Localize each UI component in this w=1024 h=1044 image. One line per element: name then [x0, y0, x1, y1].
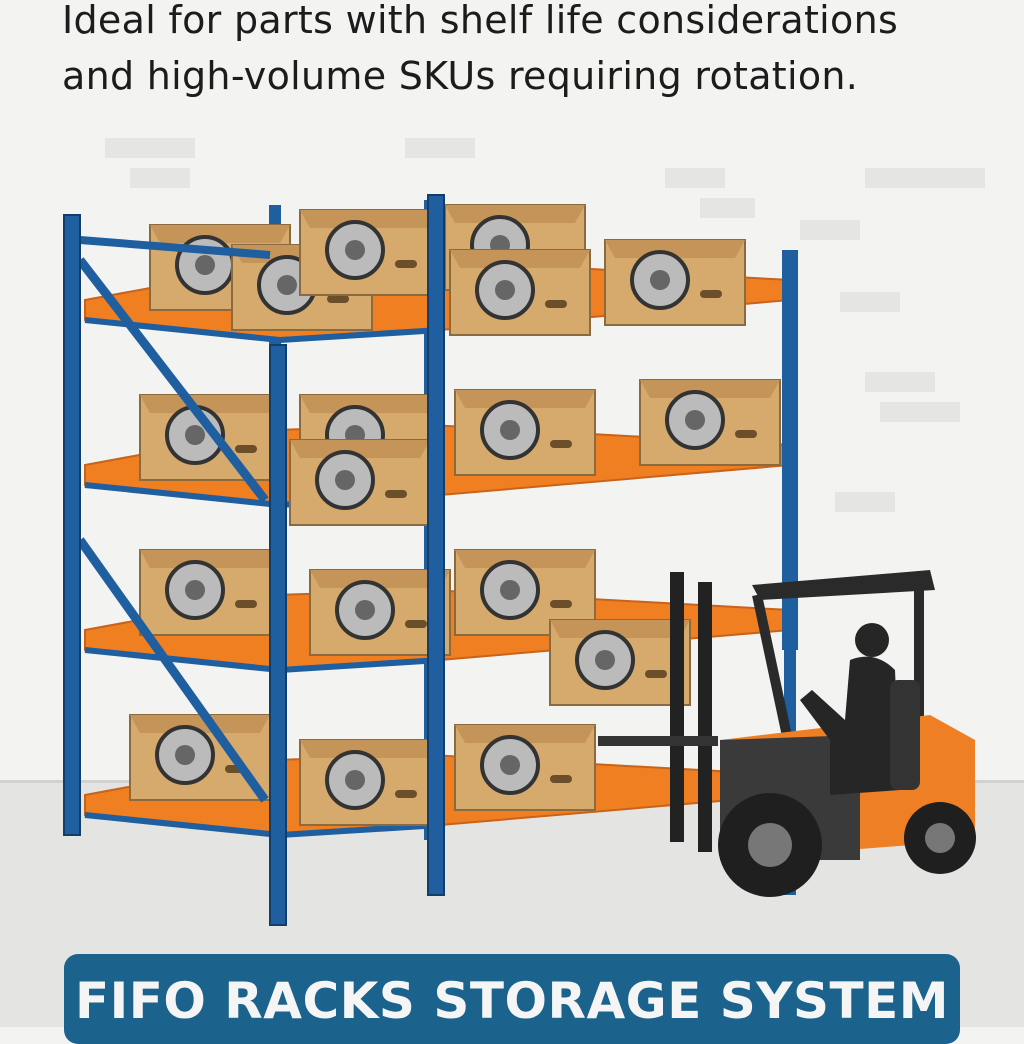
wall-brick	[665, 168, 725, 188]
gear-hub	[685, 410, 705, 430]
wall-brick	[800, 220, 860, 240]
box-handle	[395, 790, 417, 798]
rack-brace	[76, 537, 269, 803]
operator-icon	[800, 623, 920, 795]
gear-hub	[335, 470, 355, 490]
box-flap	[150, 225, 290, 243]
box-handle	[235, 600, 257, 608]
box-flap	[140, 550, 280, 568]
wall-brick	[880, 402, 960, 422]
forklift-icon	[598, 570, 976, 897]
caption-line-1: Ideal for parts with shelf life consider…	[62, 0, 899, 42]
gear-hub	[500, 420, 520, 440]
gear-hub	[195, 255, 215, 275]
rack-upright-front	[269, 344, 287, 926]
gear-hub	[345, 240, 365, 260]
rack-beam	[279, 822, 441, 838]
box-flap	[605, 240, 745, 258]
box-handle	[235, 445, 257, 453]
box-handle	[550, 775, 572, 783]
box-flap	[455, 550, 595, 568]
box-handle	[395, 260, 417, 268]
gear-hub	[277, 275, 297, 295]
wall-brick	[405, 138, 475, 158]
gear-hub	[345, 770, 365, 790]
rack-beam	[84, 317, 281, 343]
gear-hub	[650, 270, 670, 290]
box-flap	[300, 740, 440, 758]
box-flap	[455, 390, 595, 408]
rack-brace	[76, 257, 269, 503]
rack-beam	[84, 647, 281, 673]
box-flap	[310, 570, 450, 588]
gear-hub	[595, 650, 615, 670]
rack-brace	[79, 236, 271, 259]
box-flap	[130, 715, 270, 733]
wall-brick	[840, 292, 900, 312]
rack-upright-front	[427, 194, 445, 896]
title-banner: FIFO RACKS STORAGE SYSTEM	[64, 954, 960, 1044]
wall-brick	[130, 168, 190, 188]
caption: Ideal for parts with shelf life consider…	[62, 0, 898, 104]
rack-upright-front	[63, 214, 81, 836]
caption-line-2: and high-volume SKUs requiring rotation.	[62, 54, 859, 98]
gear-hub	[185, 425, 205, 445]
box-handle	[645, 670, 667, 678]
rack-beam	[84, 482, 281, 508]
box-handle	[550, 440, 572, 448]
box-handle	[700, 290, 722, 298]
wall-brick	[700, 198, 755, 218]
wall-brick	[865, 168, 985, 188]
box-handle	[385, 490, 407, 498]
rack-upright-right	[782, 250, 798, 650]
gear-hub	[495, 280, 515, 300]
box-flap	[300, 395, 440, 413]
box-flap	[300, 210, 440, 228]
gear-hub	[500, 580, 520, 600]
box-handle	[327, 295, 349, 303]
gear-hub	[175, 745, 195, 765]
box-handle	[550, 600, 572, 608]
wall-brick	[865, 372, 935, 392]
box-flap	[550, 620, 690, 638]
rack-beam	[279, 327, 441, 343]
box-flap	[445, 205, 585, 223]
gear-hub	[355, 600, 375, 620]
gear-hub	[185, 580, 205, 600]
box-flap	[455, 725, 595, 743]
rack	[63, 194, 798, 926]
box-handle	[545, 300, 567, 308]
rack-beam	[84, 812, 281, 838]
wall-brick	[835, 492, 895, 512]
wall-brick	[105, 138, 195, 158]
box-flap	[640, 380, 780, 398]
rack-beam	[279, 657, 441, 673]
gear-hub	[500, 755, 520, 775]
box-flap	[290, 440, 430, 458]
banner-title: FIFO RACKS STORAGE SYSTEM	[74, 972, 950, 1030]
box-handle	[735, 430, 757, 438]
box-flap	[450, 250, 590, 268]
box-handle	[405, 620, 427, 628]
box-flap	[140, 395, 280, 413]
